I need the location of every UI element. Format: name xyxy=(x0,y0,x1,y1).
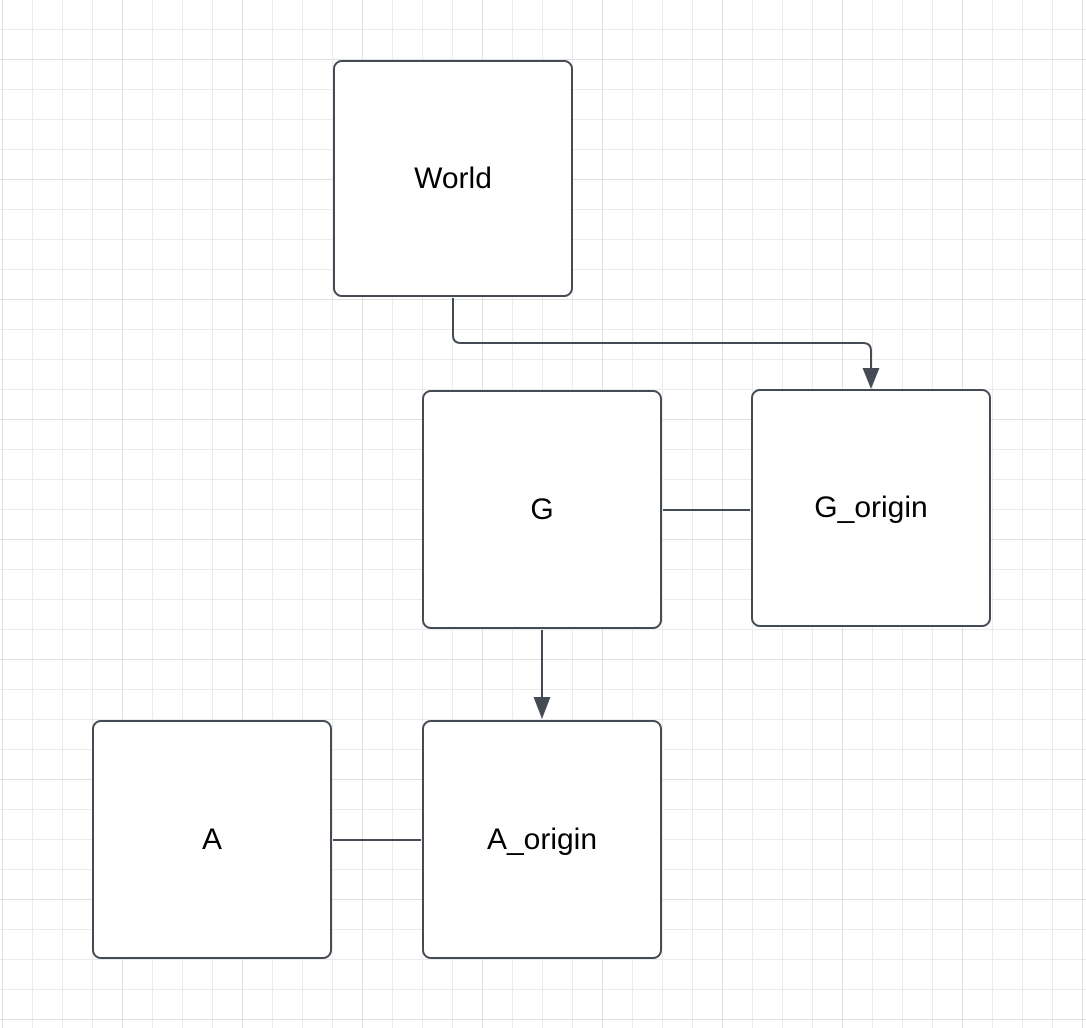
node-a-origin-label: A_origin xyxy=(486,822,598,856)
node-a-label: A xyxy=(201,822,222,856)
node-a-origin[interactable]: A_origin xyxy=(422,720,662,959)
node-a[interactable]: A xyxy=(92,720,332,959)
node-world-label: World xyxy=(414,161,492,195)
edge-world-to-g-origin-arrowhead-icon xyxy=(862,368,880,389)
node-g[interactable]: G xyxy=(422,390,662,629)
node-g-origin[interactable]: G_origin xyxy=(751,389,991,627)
node-g-origin-label: G_origin xyxy=(814,491,928,524)
edge-g-to-a-origin-arrowhead-icon xyxy=(533,697,551,719)
edge-world-to-g-origin[interactable] xyxy=(452,298,872,369)
node-g-label: G xyxy=(530,492,554,526)
node-world[interactable]: World xyxy=(333,60,573,297)
